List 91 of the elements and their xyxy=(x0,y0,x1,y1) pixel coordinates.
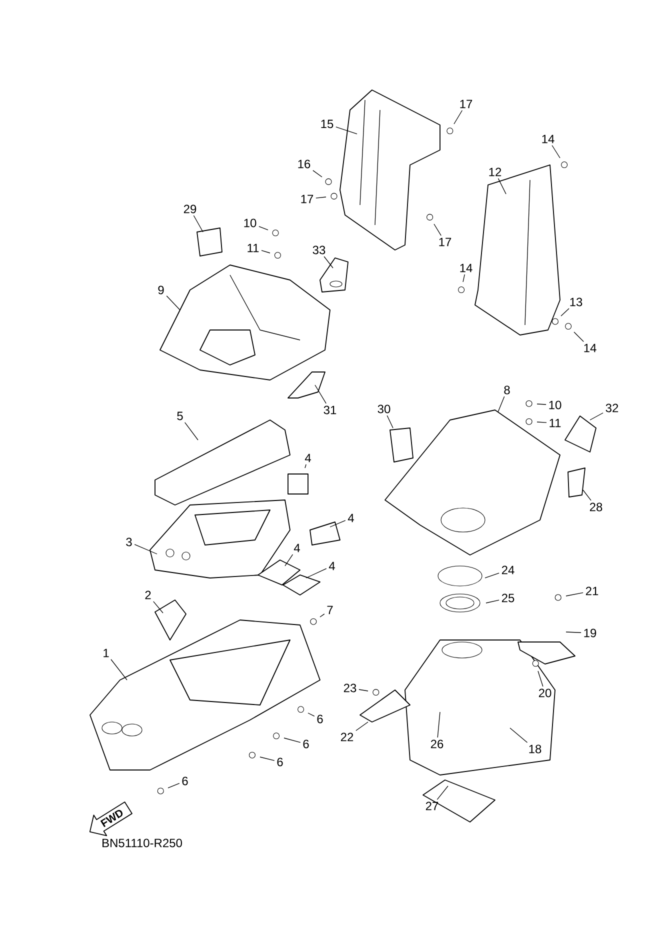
leader-line xyxy=(308,712,315,717)
callout-number: 7 xyxy=(327,606,333,614)
callout-number: 6 xyxy=(317,714,323,724)
leader-line xyxy=(566,592,584,596)
leader-line xyxy=(560,308,570,316)
leader-line xyxy=(510,728,528,743)
callout-number: 6 xyxy=(303,740,309,748)
callout-number: 17 xyxy=(460,100,472,108)
callout-number: 17 xyxy=(439,238,452,246)
leader-line xyxy=(168,782,180,788)
callout-number: 4 xyxy=(304,454,311,462)
leader-line xyxy=(284,738,301,743)
diagram-code: BN51110-R250 xyxy=(102,838,182,848)
leader-line xyxy=(134,544,158,554)
leader-line xyxy=(166,296,180,310)
callout-number: 32 xyxy=(606,404,618,412)
callout-number: 8 xyxy=(504,386,510,394)
callout-number: 14 xyxy=(460,264,472,272)
callout-number: 25 xyxy=(502,594,514,602)
callout-number: 6 xyxy=(277,758,283,766)
callout-number: 4 xyxy=(294,544,300,552)
callout-number: 12 xyxy=(489,168,502,176)
leader-line xyxy=(566,632,582,633)
callout-number: 24 xyxy=(502,566,514,574)
leader-line xyxy=(590,412,604,420)
callout-number: 14 xyxy=(542,134,554,144)
leader-line xyxy=(434,224,442,236)
leader-line xyxy=(536,422,547,423)
leader-line xyxy=(574,332,584,342)
callout-number: 11 xyxy=(248,244,259,252)
leader-line xyxy=(314,384,326,404)
callout-number: 26 xyxy=(430,740,444,748)
callout-number: 28 xyxy=(590,502,602,512)
leader-line xyxy=(356,722,368,731)
leader-line xyxy=(552,145,560,158)
leader-line xyxy=(454,110,462,124)
callout-number: 20 xyxy=(538,688,552,698)
callout-number: 2 xyxy=(145,590,151,600)
callout-number: 19 xyxy=(584,628,596,638)
callout-number: 18 xyxy=(529,744,542,754)
leader-line xyxy=(436,786,448,800)
leader-line xyxy=(462,274,465,282)
leader-line xyxy=(437,712,440,738)
leader-line xyxy=(386,415,394,428)
callout-number: 27 xyxy=(426,802,438,810)
callout-number: 10 xyxy=(549,400,562,410)
callout-number: 3 xyxy=(126,538,132,546)
leader-line xyxy=(304,464,306,468)
leader-line xyxy=(284,554,294,566)
callout-number: 9 xyxy=(158,286,164,294)
leader-line xyxy=(320,614,325,618)
leader-line xyxy=(498,396,505,412)
leader-line xyxy=(110,659,128,680)
leader-line xyxy=(330,520,346,528)
callout-number: 4 xyxy=(328,562,335,570)
leader-line xyxy=(538,670,544,687)
leader-line xyxy=(184,422,198,440)
leader-line xyxy=(153,601,164,614)
leader-line xyxy=(582,490,592,501)
callout-number: 1 xyxy=(104,648,109,658)
leader-line xyxy=(358,689,368,692)
leader-line xyxy=(306,568,327,578)
leader-line xyxy=(260,756,275,761)
callout-number: 21 xyxy=(586,586,598,596)
leader-line xyxy=(324,256,334,268)
callout-number: 10 xyxy=(244,218,256,228)
callout-number: 4 xyxy=(348,514,354,522)
leader-line xyxy=(498,178,506,194)
callout-number: 22 xyxy=(340,732,354,742)
callout-number: 5 xyxy=(177,412,183,420)
leader-line xyxy=(336,126,358,134)
callout-number: 33 xyxy=(312,246,326,254)
callout-number: 31 xyxy=(324,406,336,414)
leader-line xyxy=(312,170,322,178)
callout-number: 16 xyxy=(298,160,310,168)
leader-line xyxy=(316,196,326,198)
callout-number: 17 xyxy=(301,194,314,204)
callout-number: 15 xyxy=(321,120,334,128)
leader-line xyxy=(484,572,500,578)
callout-number: 23 xyxy=(344,684,356,692)
callout-number: 14 xyxy=(584,344,596,352)
leader-line xyxy=(261,250,270,254)
callout-number: 29 xyxy=(184,204,196,214)
callout-number: 11 xyxy=(550,418,561,428)
callout-number: 6 xyxy=(182,776,188,786)
leader-line xyxy=(486,600,500,604)
callout-number: 13 xyxy=(570,298,582,306)
leader-line xyxy=(536,404,546,405)
callout-number: 30 xyxy=(378,404,390,414)
leader-line xyxy=(258,226,268,230)
leader-line xyxy=(193,215,204,232)
